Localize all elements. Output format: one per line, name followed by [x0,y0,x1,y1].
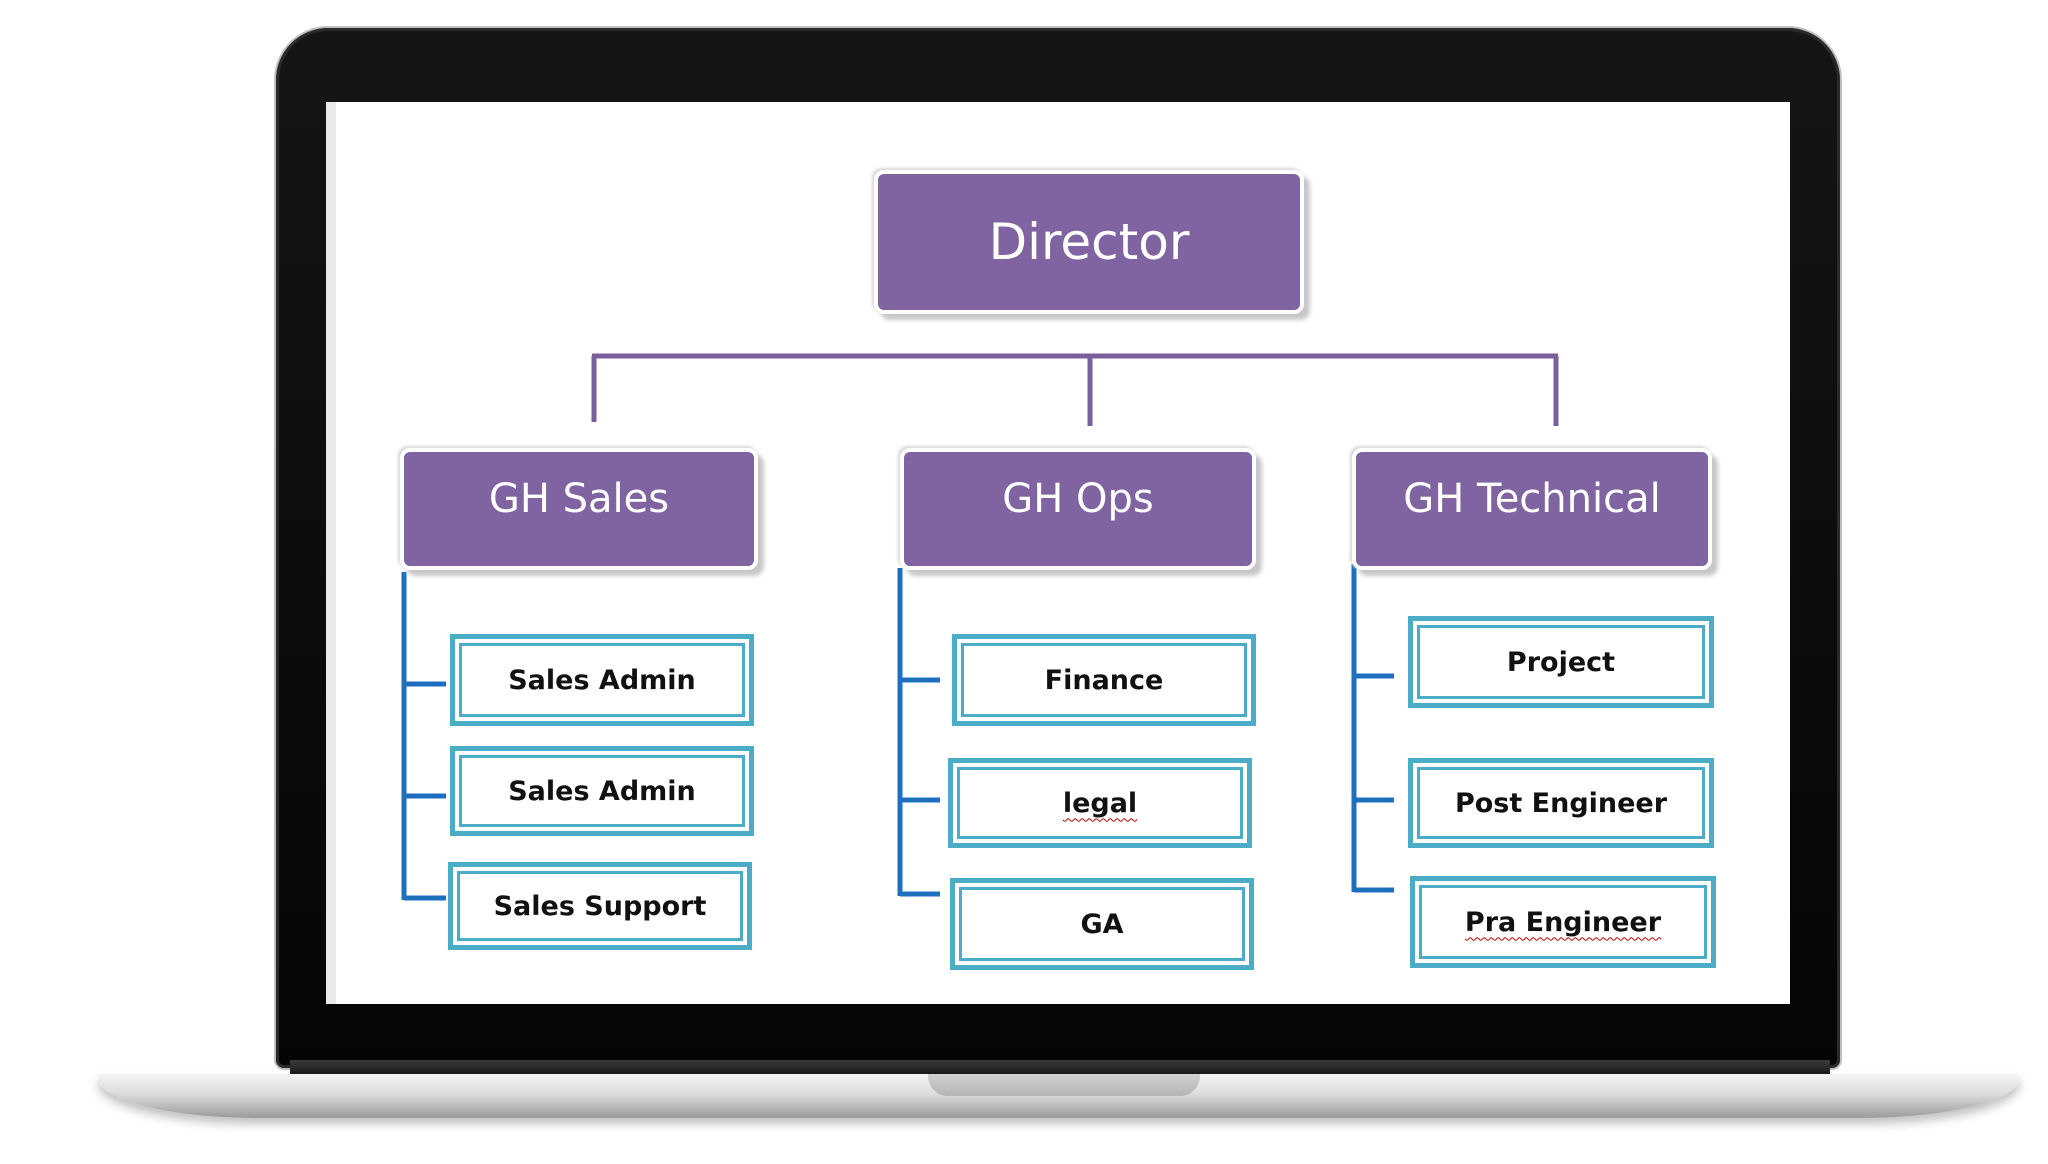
sales-child-box: Sales Support [448,862,752,950]
laptop-hinge [290,1060,1830,1074]
gh-technical-label: GH Technical [1403,476,1661,522]
technical-child-label: Pra Engineer [1464,906,1662,938]
gh-ops-box: GH Ops [900,448,1256,570]
ops-child-box: GA [950,878,1254,970]
technical-child-box: Project [1408,616,1714,708]
ops-child-label: Finance [1044,664,1164,696]
technical-child-box: Post Engineer [1408,758,1714,848]
gh-sales-box: GH Sales [400,448,758,570]
sales-child-label: Sales Admin [508,775,696,807]
director-box: Director [874,170,1304,314]
ops-child-label: legal [1062,787,1138,819]
ops-child-box: Finance [952,634,1256,726]
technical-child-box: Pra Engineer [1410,876,1716,968]
sales-child-box: Sales Admin [450,746,754,836]
gh-sales-label: GH Sales [488,476,670,522]
technical-child-label: Post Engineer [1454,787,1668,819]
connector-lines [401,353,1559,901]
ops-child-label: GA [1080,908,1124,940]
sales-child-label: Sales Support [493,890,707,922]
director-label: Director [988,213,1190,271]
gh-ops-label: GH Ops [1002,476,1154,522]
laptop-screen: Director GH Sales GH Ops GH Technical Sa… [326,102,1790,1004]
sales-child-label: Sales Admin [508,664,696,696]
technical-child-label: Project [1506,646,1616,678]
laptop-opening-notch [928,1074,1200,1096]
ops-child-box: legal [948,758,1252,848]
document-edge [326,102,336,1004]
sales-child-box: Sales Admin [450,634,754,726]
gh-technical-box: GH Technical [1352,448,1712,570]
